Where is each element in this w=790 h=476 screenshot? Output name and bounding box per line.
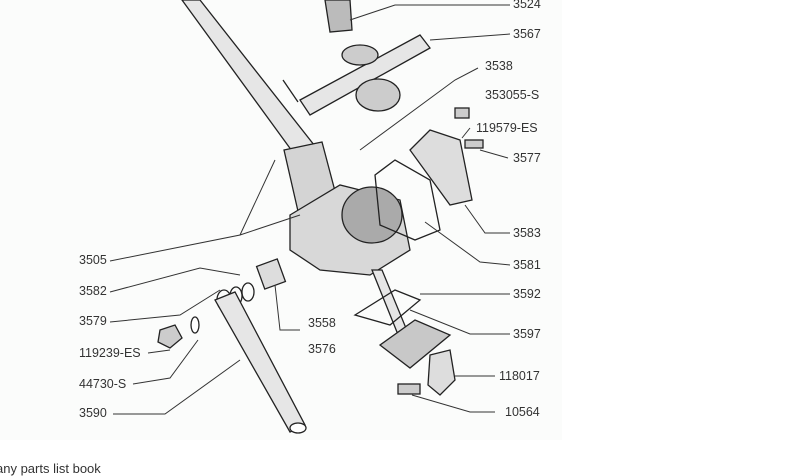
label-3558: 3558 <box>308 316 336 330</box>
end-plate <box>378 319 452 369</box>
label-10564: 10564 <box>505 405 540 419</box>
parts-drawing <box>109 0 511 434</box>
label-118017: 118017 <box>499 369 540 383</box>
bushing <box>255 258 287 290</box>
nut <box>157 324 183 349</box>
label-3538: 3538 <box>485 59 513 73</box>
label-3592: 3592 <box>513 287 541 301</box>
label-3581: 3581 <box>513 258 541 272</box>
shaft-nut <box>355 78 401 112</box>
label-3577: 3577 <box>513 151 541 165</box>
label-3583: 3583 <box>513 226 541 240</box>
spring <box>324 0 353 33</box>
label-3524: 3524 <box>513 0 541 11</box>
label-3597: 3597 <box>513 327 541 341</box>
cover-plate <box>409 129 473 206</box>
label-353055-s: 353055-S <box>485 88 540 102</box>
label-44730-s: 44730-S <box>79 377 127 391</box>
pitman-arm <box>214 291 306 433</box>
label-3579: 3579 <box>79 314 107 328</box>
sector-shaft <box>299 34 431 116</box>
label-3582: 3582 <box>79 284 107 298</box>
label-3576: 3576 <box>308 342 336 356</box>
label-3567: 3567 <box>513 27 541 41</box>
steering-gear-exploded-diagram: 3524 3567 3538 353055-S 119579-ES 3577 3… <box>79 0 541 434</box>
image-caption: any parts list book <box>0 461 101 476</box>
label-119579-es: 119579-ES <box>476 121 538 135</box>
steering-column-tube <box>181 0 319 163</box>
label-3590: 3590 <box>79 406 107 420</box>
label-3505: 3505 <box>79 253 107 267</box>
label-119239-es: 119239-ES <box>79 346 141 360</box>
gasket <box>374 159 441 241</box>
